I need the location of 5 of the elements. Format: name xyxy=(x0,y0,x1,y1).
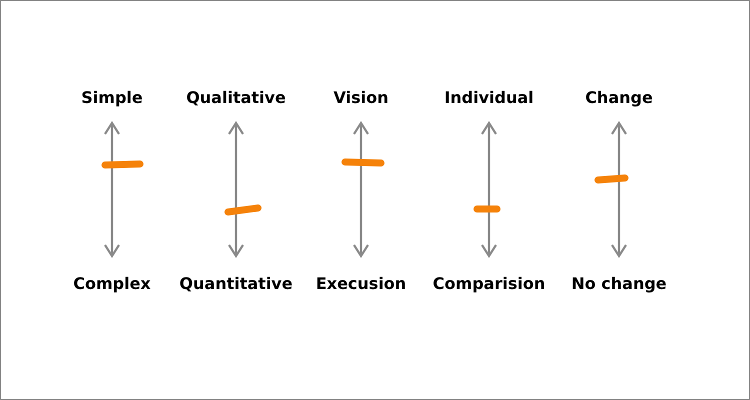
double-arrow xyxy=(228,122,244,258)
double-arrow xyxy=(480,122,498,258)
double-arrow xyxy=(610,122,628,258)
double-arrow xyxy=(352,122,370,258)
double-arrow xyxy=(104,122,120,258)
